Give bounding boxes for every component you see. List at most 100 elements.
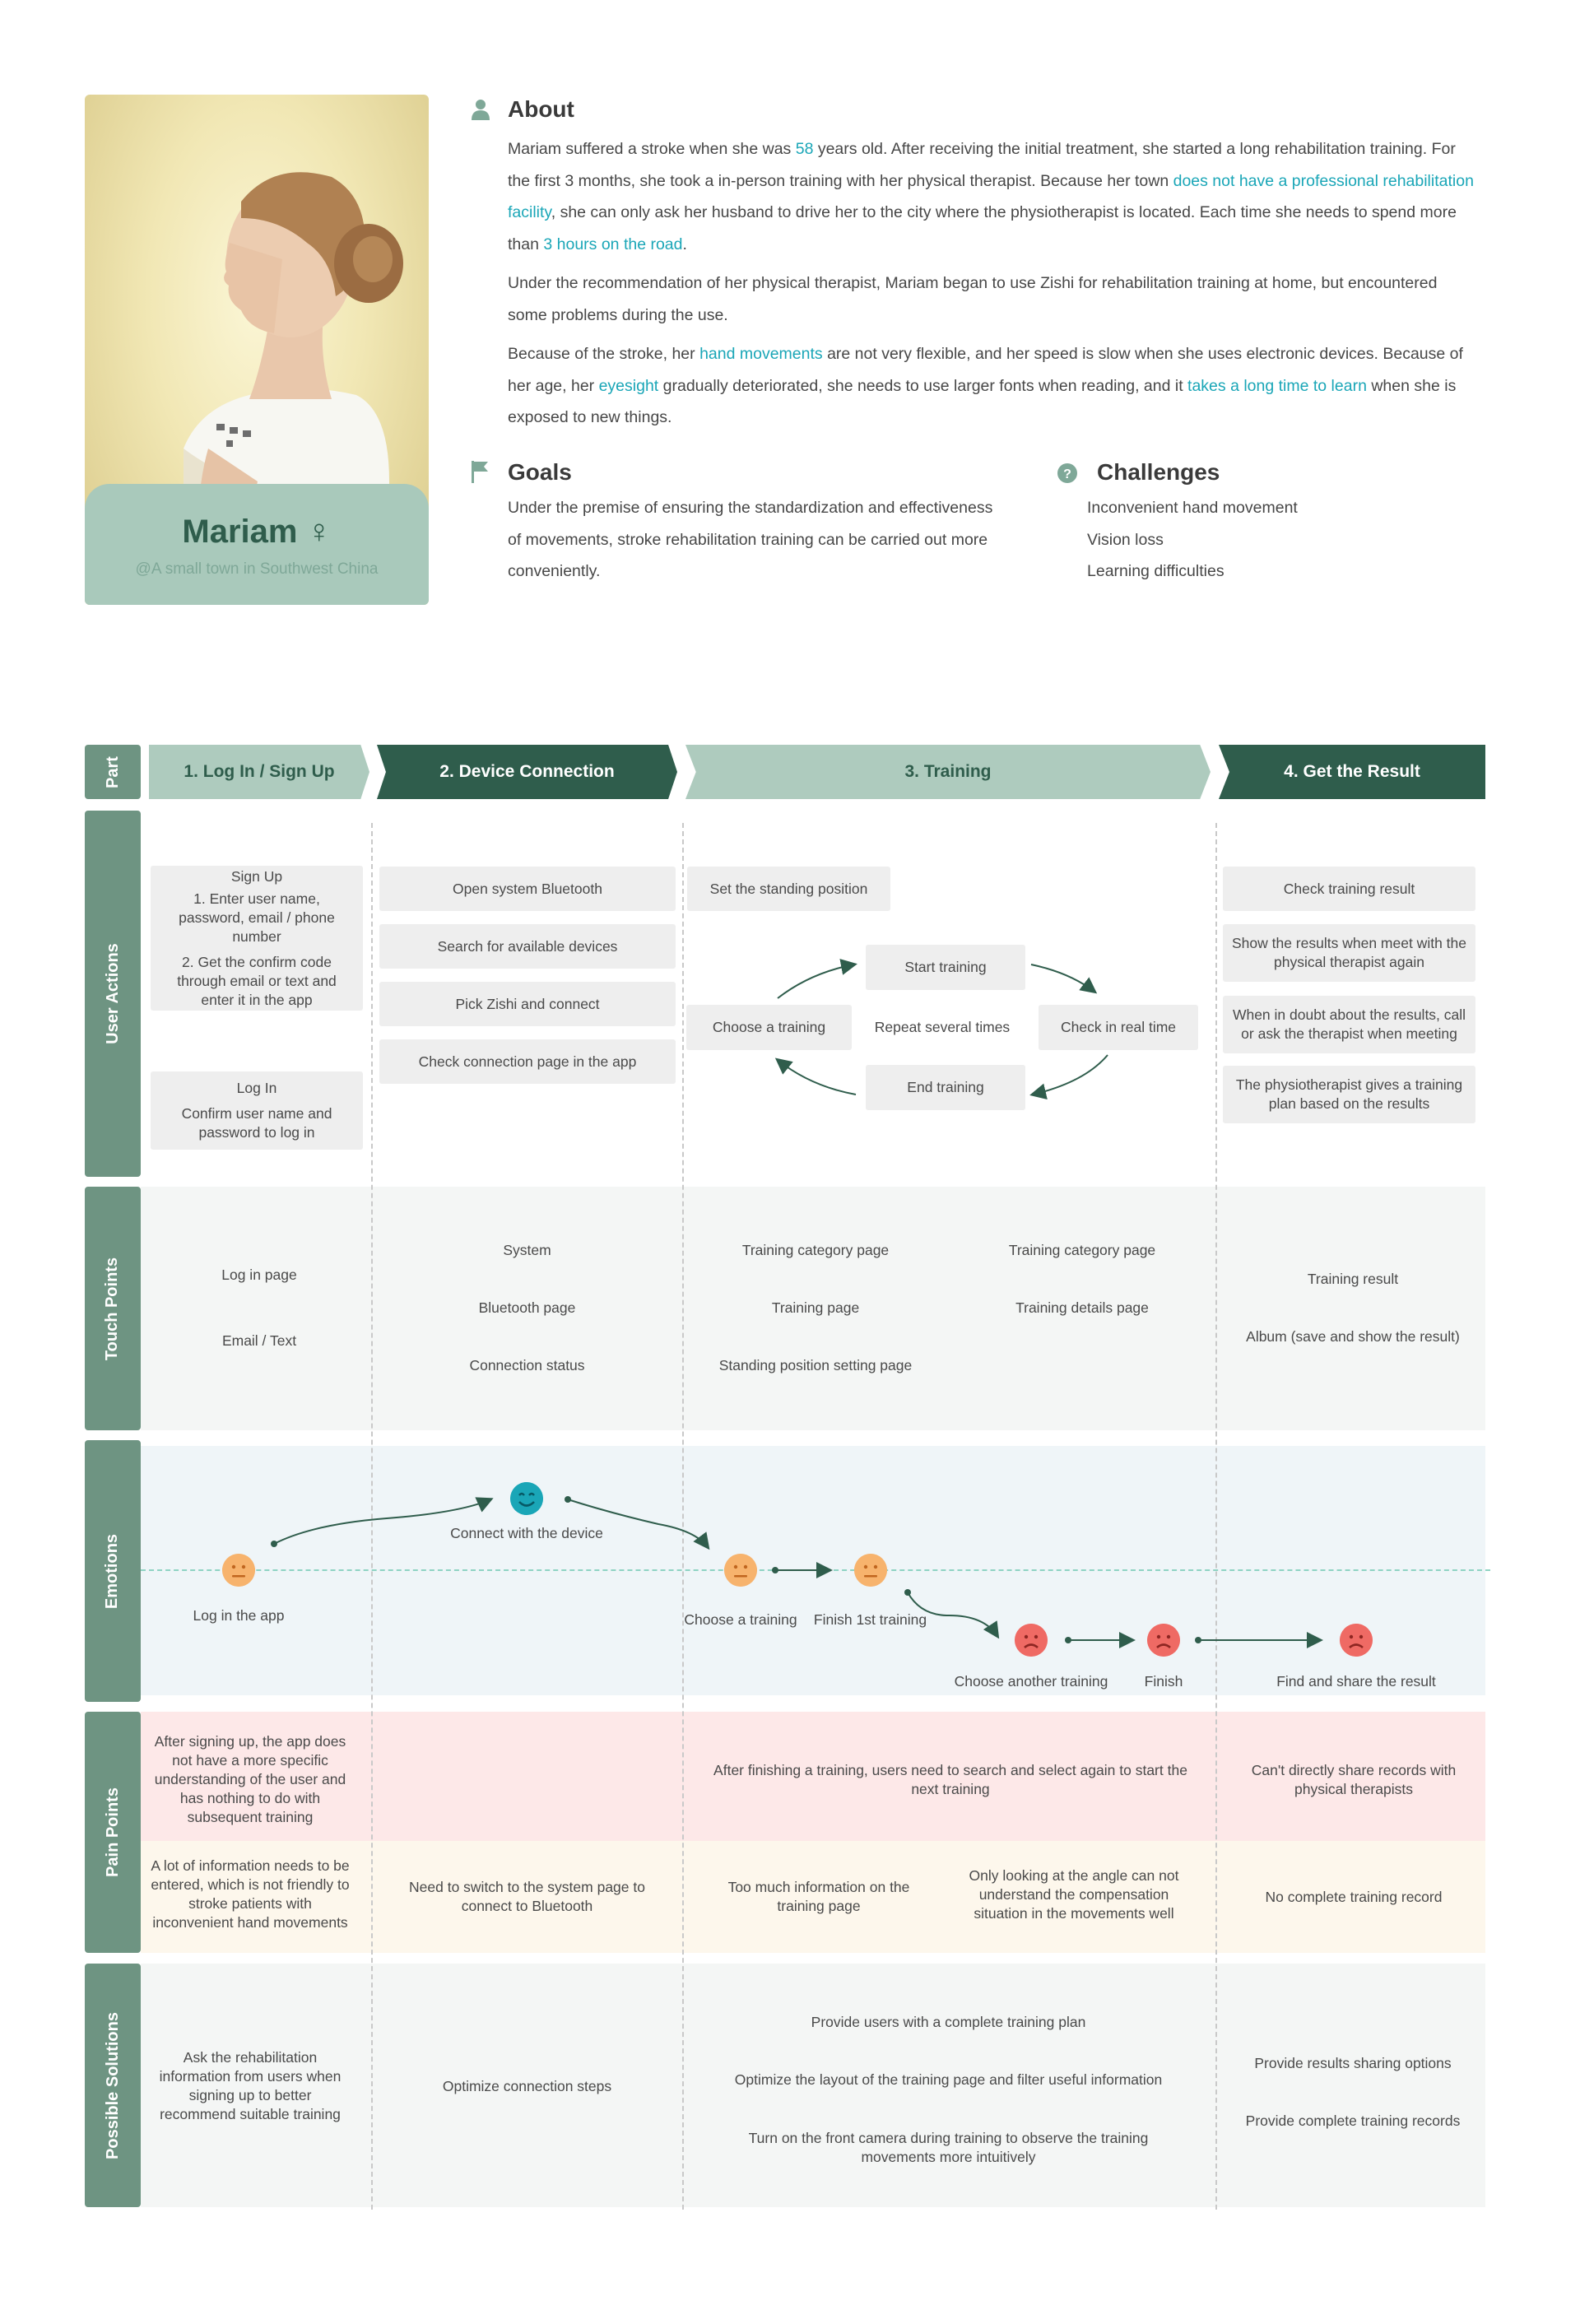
- phase-training: 3. Training: [685, 745, 1211, 799]
- row-label-pain-points: Pain Points: [85, 1712, 141, 1953]
- about-paragraph-2: Under the recommendation of her physical…: [508, 274, 1438, 324]
- flag-icon: [472, 461, 488, 483]
- pain-point-too-much-info: Too much information on the training pag…: [727, 1878, 910, 1914]
- neutral-face-icon: [854, 1554, 887, 1587]
- action-ask-therapist: When in doubt about the results, call or…: [1223, 996, 1475, 1053]
- touch-album: Album (save and show the result): [1246, 1328, 1460, 1345]
- arrow-start-to-check: [1030, 964, 1098, 994]
- touch-points-band: [141, 1187, 1485, 1430]
- solutions-band: [141, 1964, 1485, 2207]
- svg-text:?: ?: [1063, 467, 1071, 481]
- user-icon: [472, 100, 490, 120]
- action-set-standing: Set the standing position: [687, 867, 890, 911]
- action-search-devices: Search for available devices: [379, 924, 676, 969]
- goals-title: Goals: [508, 459, 572, 485]
- pain-points-band-top: [141, 1712, 1485, 1841]
- challenge-item: Vision loss: [1087, 530, 1164, 549]
- sad-face-icon: [1340, 1624, 1373, 1657]
- action-therapist-plan: The physiotherapist gives a training pla…: [1223, 1066, 1475, 1123]
- sad-face-icon: [1147, 1624, 1180, 1657]
- about-paragraph-1: Mariam suffered a stroke when she was 58…: [508, 140, 1474, 253]
- touch-standing-setting: Standing position setting page: [718, 1357, 913, 1373]
- touch-training-result: Training result: [1307, 1271, 1399, 1287]
- row-label-part: Part: [85, 745, 141, 799]
- phase-get-result: 4. Get the Result: [1219, 745, 1485, 799]
- row-label-emotions: Emotions: [85, 1440, 141, 1702]
- arrow-check-to-end: [1029, 1054, 1108, 1100]
- solution-complete-records: Provide complete training records: [1245, 2112, 1461, 2129]
- emotion-baseline: [141, 1569, 1490, 1571]
- touch-login-page: Log in page: [221, 1267, 297, 1283]
- pain-point-search-again: After finishing a training, users need t…: [713, 1761, 1187, 1797]
- arrow-choose-to-start: [777, 959, 857, 999]
- solution-optimize-layout: Optimize the layout of the training page…: [734, 2071, 1163, 2088]
- column-divider: [682, 823, 684, 2210]
- emotion-label-connect: Connect with the device: [450, 1525, 603, 1541]
- highlight-facility: does not have a professional rehabilitat…: [508, 171, 1474, 222]
- row-label-possible-solutions: Possible Solutions: [85, 1964, 141, 2207]
- about-title: About: [508, 96, 574, 122]
- emotion-label-finish1: Finish 1st training: [813, 1611, 927, 1628]
- highlight-age: 58: [795, 140, 814, 158]
- pain-point-info-entry: A lot of information needs to be entered…: [151, 1857, 350, 1931]
- phase-log-in: 1. Log In / Sign Up: [149, 745, 369, 799]
- highlight-hand: hand movements: [699, 345, 823, 363]
- solution-complete-plan: Provide users with a complete training p…: [811, 2013, 1086, 2030]
- pain-point-no-record: No complete training record: [1265, 1888, 1443, 1905]
- touch-training-category: Training category page: [741, 1242, 890, 1258]
- neutral-face-icon: [222, 1554, 255, 1587]
- highlight-learn: takes a long time to learn: [1187, 376, 1367, 395]
- pain-point-system-bluetooth: Need to switch to the system page to con…: [409, 1878, 645, 1914]
- action-log-in: Log In Confirm user name and password to…: [151, 1071, 363, 1150]
- pain-point-angle-compensation: Only looking at the angle can not unders…: [969, 1866, 1179, 1922]
- question-icon: ?: [1057, 463, 1077, 483]
- solution-ask-rehab-info: Ask the rehabilitation information from …: [159, 2049, 342, 2122]
- persona-name: Mariam ♀: [182, 514, 332, 550]
- highlight-eyesight: eyesight: [598, 376, 659, 395]
- action-choose-training: Choose a training: [686, 1005, 852, 1050]
- persona-name-card: Mariam ♀ @A small town in Southwest Chin…: [85, 484, 429, 605]
- challenge-item: Learning difficulties: [1087, 562, 1224, 580]
- action-end-training: End training: [866, 1065, 1025, 1110]
- action-open-bluetooth: Open system Bluetooth: [379, 867, 676, 911]
- sad-face-icon: [1015, 1624, 1048, 1657]
- action-check-result: Check training result: [1223, 867, 1475, 911]
- about-paragraph-3: Because of the stroke, her hand movement…: [508, 345, 1463, 426]
- solution-sharing-options: Provide results sharing options: [1254, 2054, 1452, 2071]
- solution-front-camera: Turn on the front camera during training…: [748, 2129, 1149, 2165]
- arrow-end-to-choose: [774, 1057, 857, 1095]
- persona-location: @A small town in Southwest China: [135, 560, 379, 578]
- emotion-label-another: Choose another training: [954, 1673, 1108, 1690]
- action-pick-zishi: Pick Zishi and connect: [379, 982, 676, 1026]
- column-divider: [371, 823, 373, 2210]
- emotion-label-share: Find and share the result: [1276, 1673, 1436, 1690]
- touch-email-text: Email / Text: [221, 1332, 297, 1349]
- action-check-real-time: Check in real time: [1039, 1005, 1198, 1050]
- emotion-label-login: Log in the app: [193, 1607, 285, 1624]
- pain-point-share-records: Can't directly share records with physic…: [1251, 1761, 1457, 1797]
- neutral-face-icon: [724, 1554, 757, 1587]
- action-repeat: Repeat several times: [874, 1018, 1011, 1035]
- row-label-user-actions: User Actions: [85, 811, 141, 1177]
- pain-point-signup-understanding: After signing up, the app does not have …: [154, 1733, 346, 1825]
- touch-connection-status: Connection status: [469, 1357, 585, 1373]
- pain-points-band-bottom: [141, 1841, 1485, 1953]
- emotion-label-finish: Finish: [1144, 1673, 1183, 1690]
- goals-text: Under the premise of ensuring the standa…: [508, 499, 993, 580]
- action-show-results: Show the results when meet with the phys…: [1223, 924, 1475, 982]
- row-label-touch-points: Touch Points: [85, 1187, 141, 1430]
- challenges-title: Challenges: [1097, 459, 1220, 485]
- challenges-list: Inconvenient hand movement Vision loss L…: [1087, 492, 1298, 588]
- highlight-road: 3 hours on the road: [543, 235, 683, 253]
- action-start-training: Start training: [866, 945, 1025, 990]
- column-divider: [1215, 823, 1217, 2210]
- touch-training-page: Training page: [771, 1299, 860, 1316]
- happy-face-icon: [510, 1482, 543, 1515]
- touch-training-details: Training details page: [1015, 1299, 1149, 1316]
- action-sign-up: Sign Up 1. Enter user name, password, em…: [151, 866, 363, 1011]
- solution-optimize-connection: Optimize connection steps: [442, 2077, 612, 2094]
- action-check-connection: Check connection page in the app: [379, 1039, 676, 1084]
- phase-device-connection: 2. Device Connection: [377, 745, 677, 799]
- touch-bluetooth-page: Bluetooth page: [478, 1299, 576, 1316]
- touch-system: System: [503, 1242, 551, 1258]
